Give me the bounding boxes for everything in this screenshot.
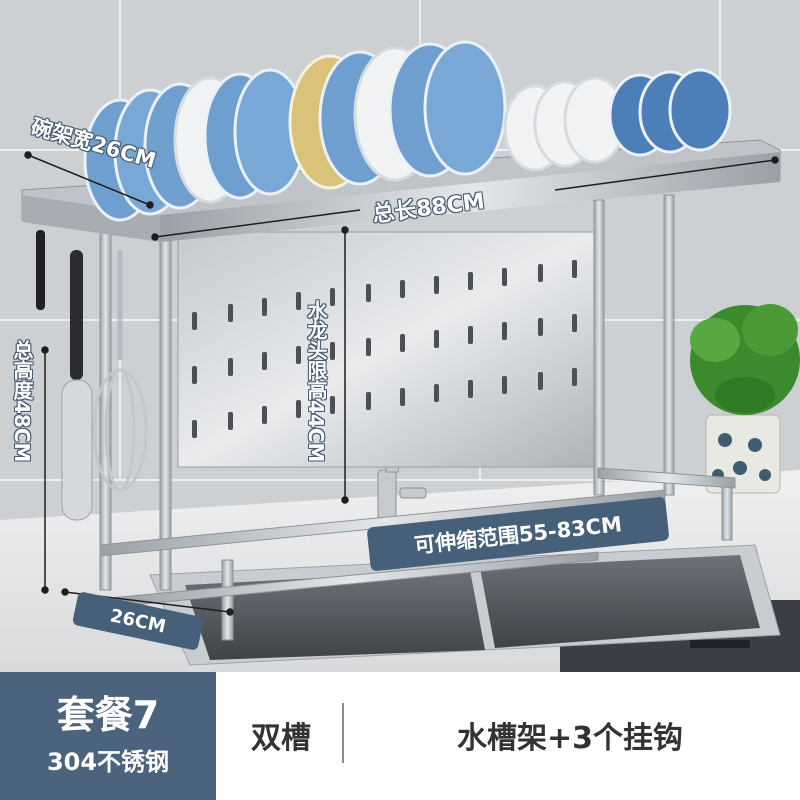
option-divider [342, 703, 344, 763]
potted-plant [690, 304, 800, 494]
option-rack-hooks[interactable]: 水槽架+3个挂钩 [456, 721, 683, 756]
dimension-lines [24, 151, 779, 616]
double-sink [149, 544, 781, 666]
product-illustration [0, 0, 800, 672]
pegboard-panel [177, 231, 599, 468]
product-photo: 碗架宽26CM 总长88CM 总高度48CM 水龙头限高44CM 可伸缩范围55… [0, 0, 800, 672]
total-height-label: 总高度48CM [10, 340, 34, 463]
hanging-utensils [36, 230, 148, 521]
package-option[interactable]: 套餐7 304不锈钢 [0, 672, 216, 800]
top-shelf [21, 139, 781, 242]
package-material: 304不锈钢 [46, 748, 170, 777]
option-double-sink[interactable]: 双槽 [251, 721, 311, 756]
plates-row [83, 40, 732, 222]
package-title: 套餐7 [56, 692, 160, 737]
faucet-height-label: 水龙头限高44CM [304, 300, 328, 463]
